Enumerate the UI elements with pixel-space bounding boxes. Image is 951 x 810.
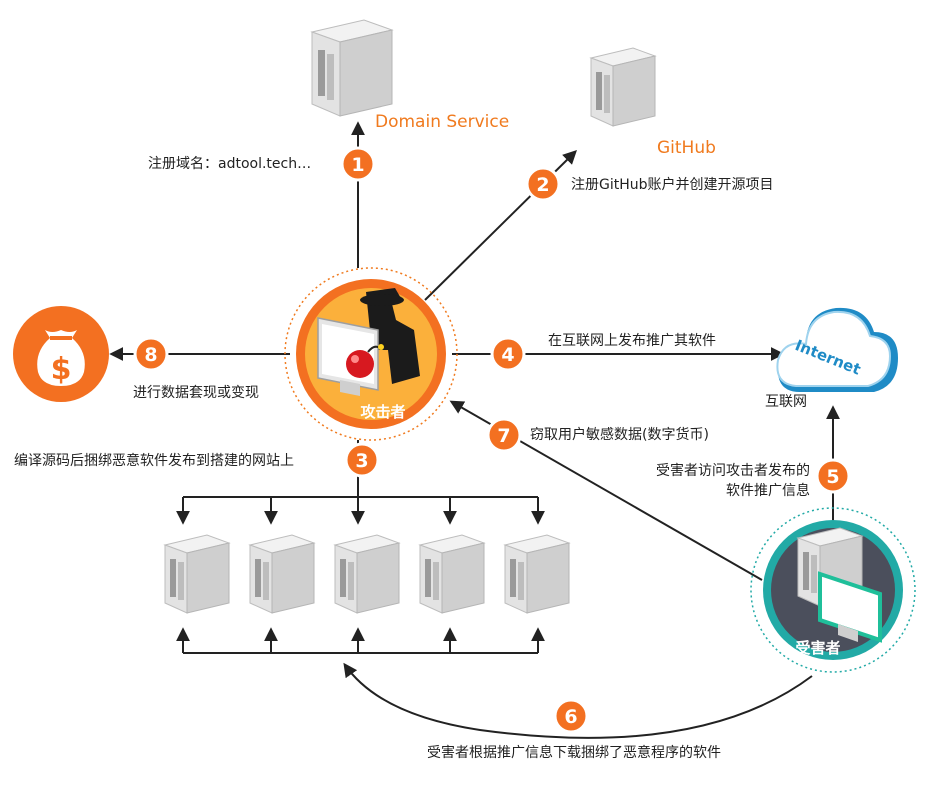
hosting-server xyxy=(419,534,485,614)
svg-text:7: 7 xyxy=(497,425,510,447)
svg-text:6: 6 xyxy=(564,706,577,728)
step-badges: 1 2 3 4 5 6 7 8 xyxy=(133,146,851,734)
step-7-text: 窃取用户敏感数据(数字货币) xyxy=(530,427,709,443)
step-2-text: 注册GitHub账户并创建开源项目 xyxy=(571,177,774,193)
github-server xyxy=(590,47,656,127)
svg-text:$: $ xyxy=(51,352,72,387)
victim-label: 受害者 xyxy=(795,639,840,657)
step-badge-5: 5 xyxy=(815,458,851,494)
domain-service-label: Domain Service xyxy=(375,112,510,132)
svg-text:5: 5 xyxy=(826,466,839,488)
step-badge-7: 7 xyxy=(486,417,522,453)
svg-text:2: 2 xyxy=(536,174,549,196)
step-3-text: 编译源码后捆绑恶意软件发布到搭建的网站上 xyxy=(14,453,294,469)
hosting-server xyxy=(504,534,570,614)
money-bag-icon: $ xyxy=(13,306,109,402)
step-badge-4: 4 xyxy=(490,336,526,372)
victim-computer-icon xyxy=(797,527,882,643)
internet-cloud-icon: Internet xyxy=(776,307,898,392)
step-8-text: 进行数据套现或变现 xyxy=(133,385,259,401)
step-5-text-line1: 受害者访问攻击者发布的 xyxy=(656,463,810,479)
hosting-server xyxy=(249,534,315,614)
svg-text:8: 8 xyxy=(144,344,157,366)
internet-caption: 互联网 xyxy=(765,394,807,410)
arrow-download-curve xyxy=(343,662,813,739)
step-1-text: 注册域名：adtool.tech… xyxy=(148,156,312,172)
github-label: GitHub xyxy=(657,138,716,158)
connectors xyxy=(109,121,840,739)
attacker-label: 攻击者 xyxy=(360,403,405,421)
hosting-server xyxy=(164,534,230,614)
step-badge-2: 2 xyxy=(525,166,561,202)
hacker-icon xyxy=(360,288,420,384)
attacker-node: 攻击者 xyxy=(284,267,458,441)
hosting-server xyxy=(334,534,400,614)
bomb-icon xyxy=(346,344,384,378)
svg-text:4: 4 xyxy=(501,344,514,366)
step-badge-6: 6 xyxy=(553,698,589,734)
step-badge-3: 3 xyxy=(344,442,380,478)
victim-node: 受害者 xyxy=(750,507,916,673)
step-4-text: 在互联网上发布推广其软件 xyxy=(548,333,716,349)
svg-text:3: 3 xyxy=(355,450,368,472)
step-6-text: 受害者根据推广信息下载捆绑了恶意程序的软件 xyxy=(427,745,721,761)
step-badge-1: 1 xyxy=(340,146,376,182)
domain-server xyxy=(311,19,393,117)
step-badge-8: 8 xyxy=(133,336,169,372)
step-5-text-line2: 软件推广信息 xyxy=(726,483,810,499)
svg-text:1: 1 xyxy=(351,154,364,176)
hosting-servers xyxy=(164,534,570,614)
